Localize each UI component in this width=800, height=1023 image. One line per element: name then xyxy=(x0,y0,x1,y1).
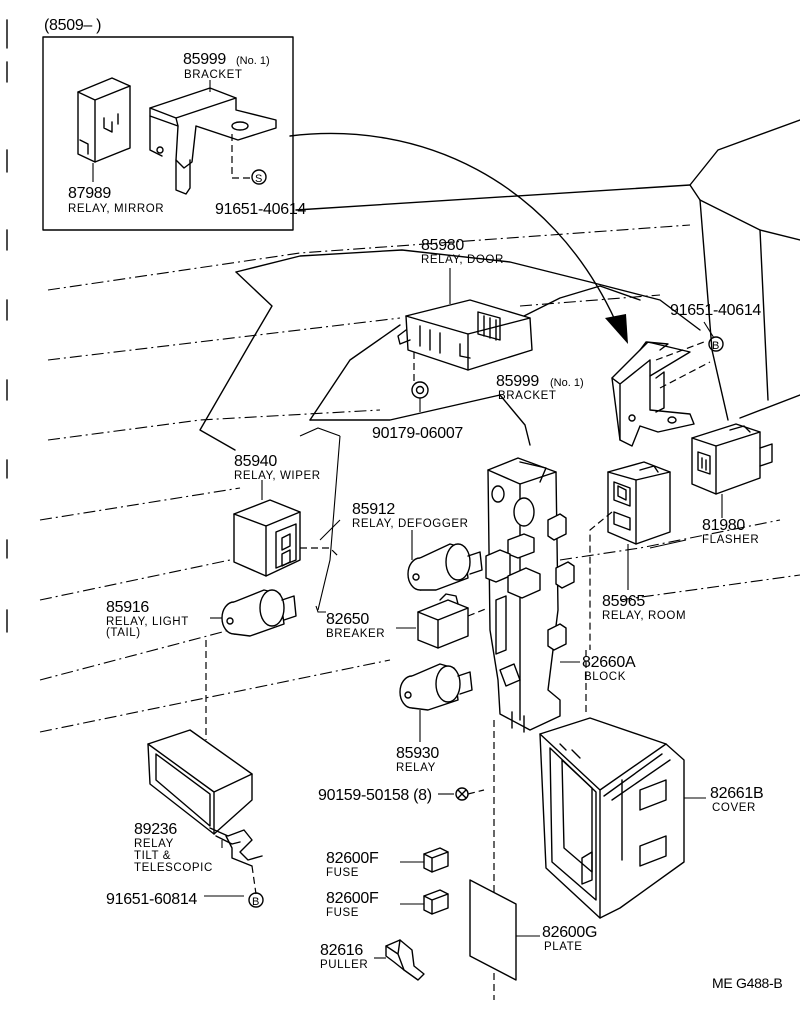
inset-label: (8509– ) xyxy=(44,17,101,34)
cover-number: 82661B xyxy=(710,785,763,802)
bolt-lower-number: 91651-60814 xyxy=(106,891,197,908)
relay-tilt-number: 89236 xyxy=(134,821,177,838)
relay-mirror-number: 87989 xyxy=(68,185,111,202)
bolt-right-marker: B xyxy=(712,340,719,352)
cover-name: COVER xyxy=(712,802,756,814)
block-part xyxy=(485,457,575,733)
part-labels: 85980 RELAY, DOOR 91651-40614 85999 (No.… xyxy=(106,237,783,991)
plate-number: 82600G xyxy=(542,924,597,941)
relay-room-number: 85965 xyxy=(602,593,645,610)
relay-light-part xyxy=(221,589,297,637)
inset-box: (8509– ) S 85999 (No. 1) BRACKET 87989 R… xyxy=(42,17,307,231)
block-name: BLOCK xyxy=(584,671,626,683)
relay-tilt-name: RELAY xyxy=(134,838,174,850)
relay-wiper-part xyxy=(233,499,301,577)
block-number: 82660A xyxy=(582,654,636,671)
fuse-2-name: FUSE xyxy=(326,907,359,919)
bracket-right-suffix: (No. 1) xyxy=(550,377,584,389)
breaker-name: BREAKER xyxy=(326,628,385,640)
relay-mirror-name: RELAY, MIRROR xyxy=(68,203,164,215)
relay-door-number: 85980 xyxy=(421,237,464,254)
drawing-code: ME G488-B xyxy=(712,975,782,991)
relay-tilt-name3: TELESCOPIC xyxy=(134,862,213,874)
relay-defogger-name: RELAY, DEFOGGER xyxy=(352,518,469,530)
cover-part xyxy=(539,717,685,919)
bolt-lower-marker: B xyxy=(252,896,259,908)
bracket-right-number: 85999 xyxy=(496,373,539,390)
relay-85930-part xyxy=(399,663,473,711)
relay-defogger-part xyxy=(407,543,483,591)
inset-bolt-marker: S xyxy=(255,173,262,185)
fuse-2-number: 82600F xyxy=(326,890,379,907)
breaker-number: 82650 xyxy=(326,611,369,628)
relay-light-number: 85916 xyxy=(106,599,149,616)
puller-part xyxy=(385,939,425,981)
relay-light-name2: (TAIL) xyxy=(106,627,141,639)
clip-part xyxy=(411,381,429,399)
bracket-right-name: BRACKET xyxy=(498,390,557,402)
fuse-1-part xyxy=(423,847,449,873)
relay-door-part xyxy=(397,299,533,371)
inset-bolt-number: 91651-40614 xyxy=(215,201,306,218)
fuse-1-number: 82600F xyxy=(326,850,379,867)
relay-wiper-name: RELAY, WIPER xyxy=(234,470,321,482)
bracket-inset-suffix: (No. 1) xyxy=(236,55,270,67)
bracket-right-part xyxy=(611,341,695,447)
bracket-inset-name: BRACKET xyxy=(184,69,243,81)
relay-tilt-part xyxy=(147,729,263,867)
relay-85930-name: RELAY xyxy=(396,762,436,774)
relay-defogger-number: 85912 xyxy=(352,501,395,518)
relay-door-name: RELAY, DOOR xyxy=(421,254,504,266)
puller-name: PULLER xyxy=(320,959,368,971)
relay-light-name: RELAY, LIGHT xyxy=(106,616,189,628)
bolt-right-number: 91651-40614 xyxy=(670,302,761,319)
relay-85930-number: 85930 xyxy=(396,745,439,762)
flasher-name: FLASHER xyxy=(702,534,759,546)
clip-number: 90179-06007 xyxy=(372,425,463,442)
flasher-part xyxy=(691,423,773,495)
relay-wiper-number: 85940 xyxy=(234,453,277,470)
leader-lines xyxy=(204,427,687,897)
fuse-1-name: FUSE xyxy=(326,867,359,879)
relay-room-part xyxy=(607,461,671,545)
bracket-inset-number: 85999 xyxy=(183,51,226,68)
screw-part xyxy=(455,787,485,801)
plate-part xyxy=(469,879,517,981)
fuse-2-part xyxy=(423,889,449,915)
relay-room-name: RELAY, ROOM xyxy=(602,610,686,622)
relay-mirror-part xyxy=(77,77,131,163)
puller-number: 82616 xyxy=(320,942,363,959)
plate-name: PLATE xyxy=(544,941,583,953)
bracket-inset-part xyxy=(149,87,277,195)
breaker-part xyxy=(417,593,469,649)
relay-tilt-name2: TILT & xyxy=(134,850,171,862)
screw-number: 90159-50158 (8) xyxy=(318,787,432,804)
flasher-number: 81980 xyxy=(702,517,745,534)
inset-location-arrow xyxy=(289,132,628,344)
